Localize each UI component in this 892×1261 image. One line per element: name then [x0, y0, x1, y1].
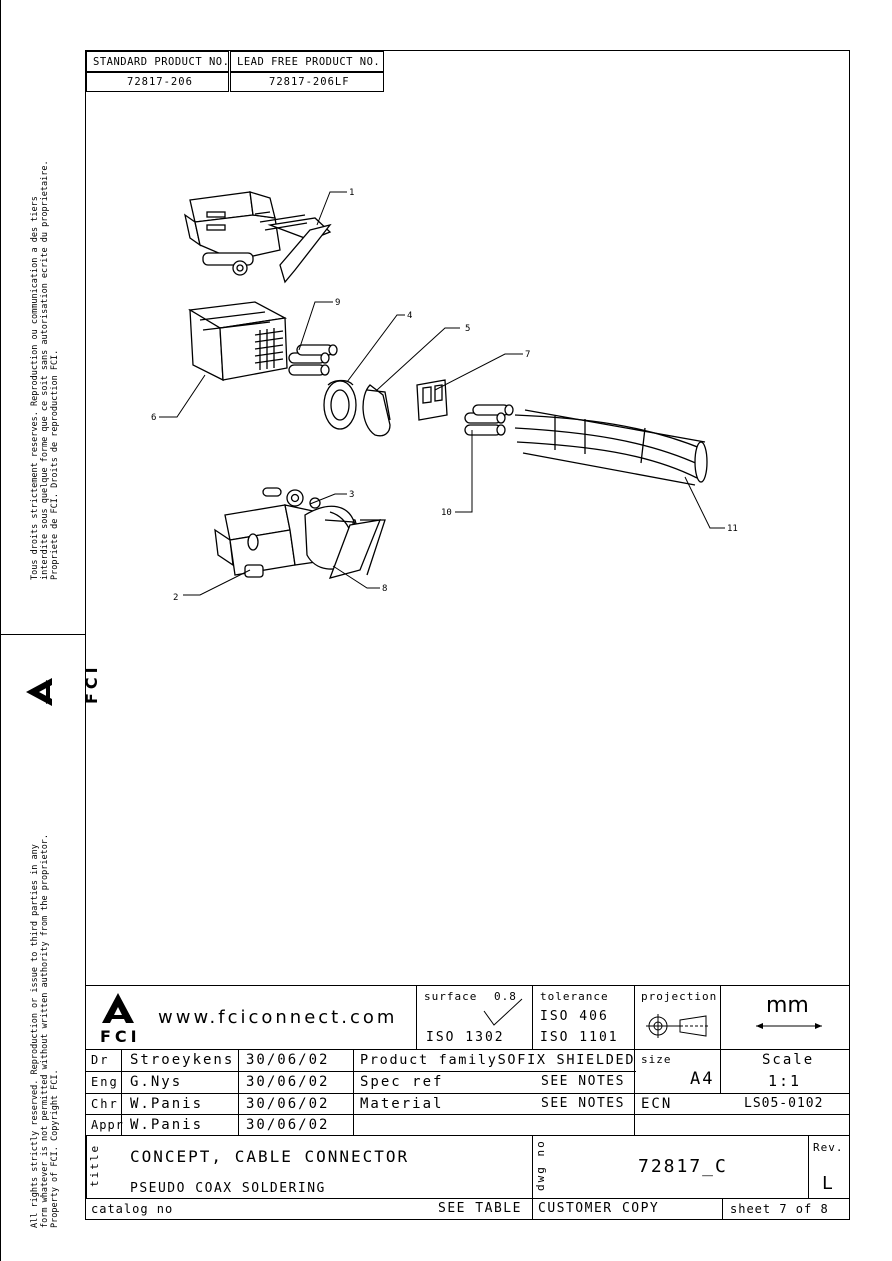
callout-9: 9: [335, 298, 340, 308]
rev-label: Rev.: [813, 1141, 844, 1154]
name-eng: G.Nys: [130, 1074, 183, 1090]
part-9-tubes: [288, 344, 338, 376]
exploded-assembly-drawing: 1 2 3 4 5 6 7 8 9 10 11: [151, 188, 738, 603]
title-line-2: PSEUDO COAX SOLDERING: [130, 1181, 326, 1196]
part-4-ring: [323, 379, 357, 430]
date-eng: 30/06/02: [246, 1074, 330, 1090]
name-appr: W.Panis: [130, 1117, 204, 1133]
date-dr: 30/06/02: [246, 1052, 330, 1068]
left-border-line: [0, 0, 1, 1261]
callout-11: 11: [727, 524, 738, 534]
part-1-housing-top: [184, 191, 332, 284]
dwg-number: 72817_C: [638, 1156, 728, 1177]
surface-finish-icon: [483, 998, 523, 1026]
callout-8: 8: [382, 584, 387, 594]
date-appr: 30/06/02: [246, 1117, 330, 1133]
date-chr: 30/06/02: [246, 1096, 330, 1112]
dwg-label: dwg no: [534, 1139, 547, 1191]
rev-value: L: [822, 1173, 835, 1194]
ecn-value: LS05-0102: [744, 1096, 824, 1111]
units-label: mm: [766, 993, 809, 1018]
part-5-clamp: [362, 384, 391, 437]
drawing-frame: [85, 50, 850, 1220]
role-appr: Appr: [91, 1118, 124, 1132]
rights-notice-english: All rights strictly reserved. Reproducti…: [30, 833, 60, 1228]
name-chr: W.Panis: [130, 1096, 204, 1112]
title-label: title: [88, 1143, 101, 1187]
tolerance-standard-1: ISO 406: [540, 1009, 609, 1024]
leadfree-product-label-cell: LEAD FREE PRODUCT NO.: [230, 51, 384, 72]
callout-4: 4: [407, 311, 412, 321]
catalog-value: SEE TABLE: [438, 1201, 522, 1216]
website-text: www.fciconnect.com: [158, 1007, 398, 1028]
callout-5: 5: [465, 324, 470, 334]
projection-label: projection: [641, 990, 718, 1003]
leadfree-product-value: 72817-206LF: [269, 76, 350, 88]
standard-product-value: 72817-206: [127, 76, 193, 88]
standard-product-label-cell: STANDARD PRODUCT NO.: [86, 51, 229, 72]
name-dr: Stroeykens: [130, 1052, 235, 1068]
part-6-housing: [188, 301, 288, 382]
callout-1: 1: [349, 188, 354, 198]
tolerance-label: tolerance: [540, 990, 609, 1003]
ecn-label: ECN: [641, 1096, 673, 1112]
callout-3: 3: [349, 490, 354, 500]
rights-notice-french: Tous droits strictement reserves. Reprod…: [30, 160, 60, 580]
part-11-cables: [514, 409, 708, 486]
sheet-number: sheet 7 of 8: [730, 1202, 829, 1216]
units-arrow-icon: [756, 1023, 822, 1029]
product-family: Product familySOFIX SHIELDED: [360, 1052, 636, 1068]
surface-value: 0.8: [494, 990, 517, 1003]
role-dr: Dr: [91, 1053, 110, 1067]
role-chr: Chr: [91, 1097, 119, 1111]
fci-logo-icon: [102, 993, 134, 1023]
tolerance-standard-2: ISO 1101: [540, 1030, 619, 1045]
callout-6: 6: [151, 413, 156, 423]
leadfree-product-label: LEAD FREE PRODUCT NO.: [237, 56, 381, 68]
side-logo-text: FCI: [82, 663, 101, 704]
spec-ref-value: SEE NOTES: [541, 1074, 625, 1089]
leadfree-product-value-cell: 72817-206LF: [230, 72, 384, 92]
catalog-label: catalog no: [91, 1202, 174, 1216]
surface-label: surface: [424, 990, 478, 1003]
side-fci-logo: FCI: [20, 660, 101, 710]
title-line-1: CONCEPT, CABLE CONNECTOR: [130, 1147, 410, 1166]
left-margin-separator: [0, 634, 85, 635]
spec-ref-label: Spec ref: [360, 1074, 444, 1090]
size-value: A4: [690, 1069, 715, 1089]
title-block: FCI www.fciconnect.com surface 0.8 ISO 1…: [86, 985, 849, 1219]
scale-value: 1:1: [768, 1072, 802, 1090]
role-eng: Eng: [91, 1075, 119, 1089]
surface-standard: ISO 1302: [426, 1030, 505, 1045]
logo-text: FCI: [100, 1027, 141, 1046]
standard-product-value-cell: 72817-206: [86, 72, 229, 92]
material-label: Material: [360, 1096, 444, 1112]
part-2-3-8-housing-bottom: [214, 487, 386, 579]
standard-product-label: STANDARD PRODUCT NO.: [93, 56, 230, 68]
material-value: SEE NOTES: [541, 1096, 625, 1111]
part-10-tubes: [464, 404, 514, 436]
callout-7: 7: [525, 350, 530, 360]
fci-logo-icon: [26, 678, 52, 706]
projection-symbol-icon: [646, 1014, 710, 1038]
scale-label: Scale: [762, 1052, 815, 1068]
callout-2: 2: [173, 593, 178, 603]
customer-copy-label: CUSTOMER COPY: [538, 1201, 660, 1216]
part-7-holder: [416, 379, 448, 421]
callout-10: 10: [441, 508, 452, 518]
size-label: size: [641, 1053, 672, 1066]
